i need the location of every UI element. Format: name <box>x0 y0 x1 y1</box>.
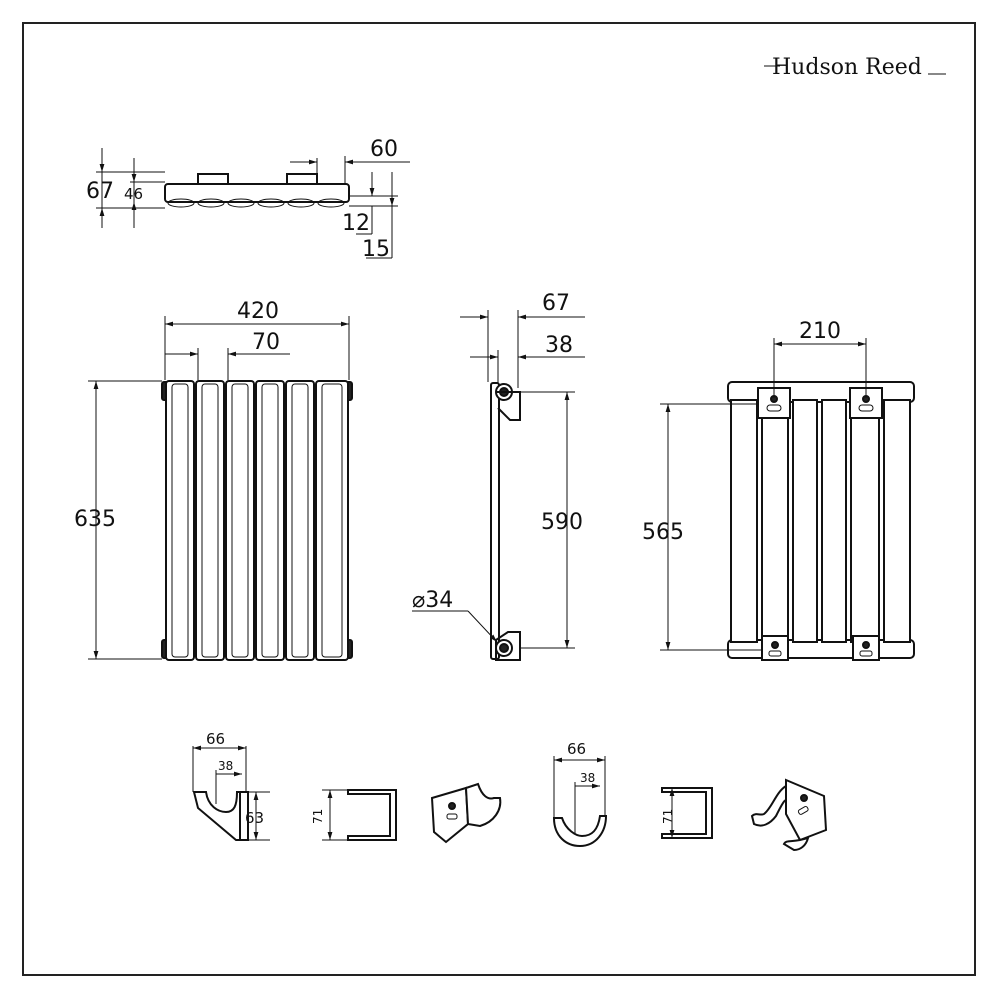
bracket-b-length-label: 71 <box>661 809 675 824</box>
bracket-a-side: 66 38 63 <box>192 730 270 841</box>
side-inner-depth-label: 38 <box>545 333 573 358</box>
bracket-b-front: 71 <box>661 787 713 839</box>
side-depth-label: 67 <box>542 291 570 316</box>
rear-bottom-bracket-right <box>852 635 880 661</box>
side-view: 67 38 590 ⌀34 <box>412 291 585 661</box>
bracket-a-length-label: 71 <box>311 809 325 824</box>
brand-name: Hudson Reed <box>772 55 922 80</box>
top-view-columns <box>167 198 345 208</box>
bracket-a-width-label: 66 <box>206 730 225 748</box>
bracket-b-side: 66 38 <box>552 740 608 848</box>
bracket-a-inner-label: 38 <box>218 759 233 773</box>
bracket-a-height-label: 63 <box>245 809 264 827</box>
front-columns <box>165 380 349 661</box>
rear-bottom-bracket-left <box>761 635 789 661</box>
front-height-label: 635 <box>74 507 116 532</box>
front-width-label: 420 <box>237 299 279 324</box>
side-bracket-span-label: 590 <box>541 510 583 535</box>
bracket-a-front: 71 <box>311 789 397 841</box>
rear-bracket-height-label: 565 <box>642 520 684 545</box>
bracket-b-inner-label: 38 <box>580 771 595 785</box>
top-bracket-offset-label: 60 <box>370 137 398 162</box>
rear-view: 210 565 <box>642 319 915 661</box>
bracket-a-iso <box>430 782 502 844</box>
top-view: 67 46 60 12 15 <box>86 137 410 262</box>
rear-bracket-spacing-label: 210 <box>799 319 841 344</box>
top-offset-15-label: 15 <box>362 237 390 262</box>
drawing-frame <box>22 22 976 976</box>
bracket-b-width-label: 66 <box>567 740 586 758</box>
brand-logo: Hudson Reed <box>764 55 946 80</box>
rear-columns <box>730 399 911 643</box>
top-depth-label: 67 <box>86 179 114 204</box>
front-pitch-label: 70 <box>252 330 280 355</box>
top-panel-depth-label: 46 <box>124 185 143 203</box>
bracket-b-iso <box>750 778 828 852</box>
side-pipe-diameter-label: ⌀34 <box>412 588 453 613</box>
top-offset-12-label: 12 <box>342 211 370 236</box>
front-view: 420 70 635 <box>74 299 353 661</box>
